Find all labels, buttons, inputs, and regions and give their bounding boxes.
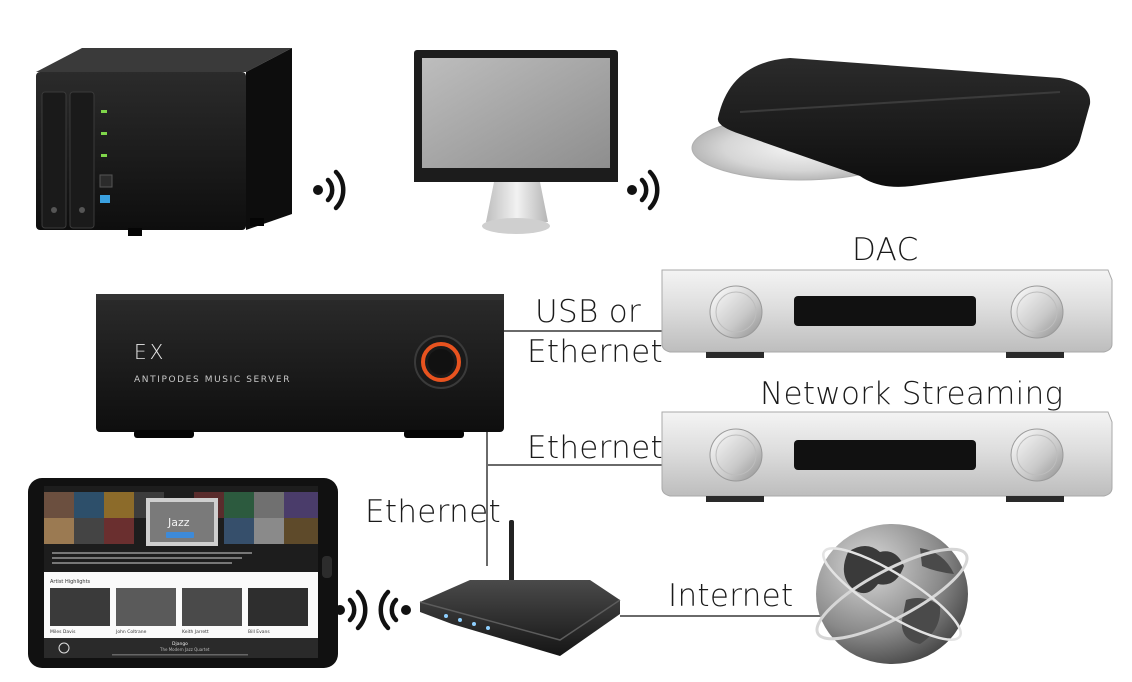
- wifi-icon: [313, 169, 346, 211]
- network-streamer-device: [661, 411, 1113, 502]
- wifi-icon: [335, 589, 368, 631]
- network-streaming-label: Network Streaming: [760, 376, 1064, 412]
- dac-device: [661, 269, 1113, 358]
- monitor-icon: [414, 50, 618, 234]
- optical-drive-icon: [691, 58, 1091, 187]
- ethernet-router-label: Ethernet: [365, 494, 501, 530]
- artist-name-4: Bill Evans: [248, 629, 270, 635]
- dac-label: DAC: [852, 232, 919, 268]
- artist-photos: [50, 588, 308, 626]
- tablet-section-title: Artist Highlights: [50, 579, 91, 585]
- artist-name-2: John Coltrane: [115, 629, 147, 635]
- ethernet-usb-label: Ethernet: [527, 334, 663, 370]
- wifi-icon: [627, 169, 660, 211]
- nas-icon: [36, 48, 292, 236]
- music-server: EX ANTIPODES MUSIC SERVER: [96, 294, 504, 438]
- play-pause-icon: [58, 642, 70, 654]
- artist-name-3: Keith Jarrett: [182, 629, 209, 635]
- usb-or-label: USB or: [535, 294, 642, 330]
- internet-label: Internet: [668, 578, 794, 614]
- router-icon: [419, 520, 621, 656]
- now-playing-title: Django: [172, 641, 188, 647]
- tablet-device: Jazz Artist Highlights Miles Davis John …: [28, 478, 338, 668]
- album-grid: [44, 492, 318, 544]
- globe-icon: [815, 524, 969, 664]
- connection-lines: [486, 330, 820, 617]
- artist-name-1: Miles Davis: [50, 629, 76, 635]
- now-playing-artist: The Modern Jazz Quartet: [159, 647, 210, 652]
- server-logo: EX: [134, 340, 166, 364]
- tablet-genre-title: Jazz: [167, 516, 190, 529]
- wifi-icon: [378, 589, 411, 631]
- server-brand-text: ANTIPODES MUSIC SERVER: [134, 375, 291, 385]
- ethernet-streaming-label: Ethernet: [527, 430, 663, 466]
